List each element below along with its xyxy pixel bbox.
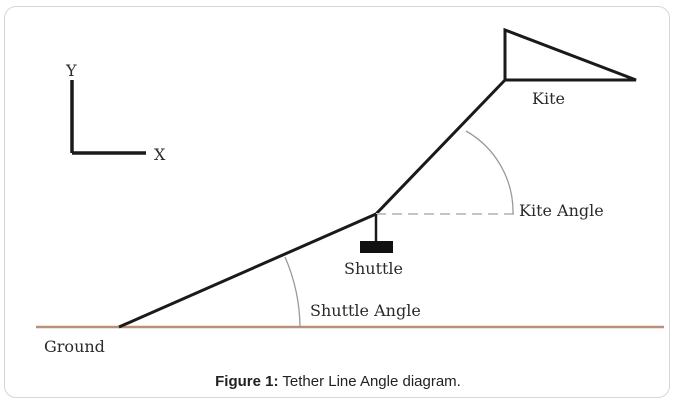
shuttle-label: Shuttle xyxy=(344,259,403,278)
tether-lower-segment xyxy=(118,212,377,329)
x-axis-label: X xyxy=(154,145,166,164)
kite-angle-label: Kite Angle xyxy=(519,201,604,220)
shuttle-angle-arc xyxy=(284,256,301,328)
ground-label: Ground xyxy=(44,337,105,356)
caption-text: Tether Line Angle diagram. xyxy=(282,373,461,390)
kite-angle-arc xyxy=(465,130,514,215)
y-axis-label: Y xyxy=(65,61,77,80)
caption-prefix: Figure 1: xyxy=(215,373,279,390)
kite-shape xyxy=(503,27,637,82)
coordinate-axes: Y X xyxy=(65,61,166,164)
shuttle xyxy=(360,214,393,253)
tether-upper-segment xyxy=(374,78,507,216)
figure-caption: Figure 1: Tether Line Angle diagram. xyxy=(0,373,676,390)
shuttle-angle-label: Shuttle Angle xyxy=(310,301,421,320)
shuttle-body xyxy=(360,241,393,253)
kite-label: Kite xyxy=(532,89,565,108)
